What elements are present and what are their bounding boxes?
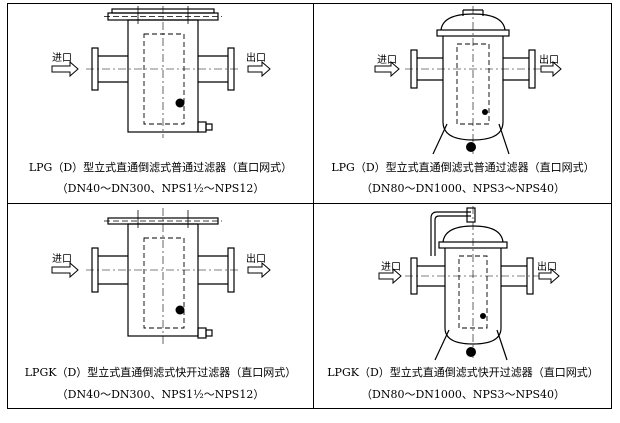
caption-range: （DN40～DN300、NPS1½～NPS12） (56, 388, 265, 401)
caption-model: LPG（D）型立式直通倒滤式普通过滤器（直口网式） (28, 161, 293, 174)
filter-cell-lpg-straight: 进口 出口 LPG（D）型立式直通倒滤式普通过滤器（直口网式） （DN40～DN… (8, 4, 313, 203)
inlet-label: 进口 (52, 254, 72, 265)
grid-divider-horizontal (8, 203, 611, 204)
lpg-straight-filter-drawing (51, 6, 271, 138)
grid-divider-vertical (313, 4, 314, 408)
figure-grid: 进口 出口 LPG（D）型立式直通倒滤式普通过滤器（直口网式） （DN40～DN… (7, 3, 612, 409)
inlet-label: 进口 (377, 55, 397, 66)
lpgk-straight-filter-drawing (51, 208, 271, 344)
caption-model: LPG（D）型立式直通倒滤式普通过滤器（直口网式） (331, 161, 595, 174)
outlet-label: 出口 (246, 254, 266, 265)
outlet-label: 出口 (539, 55, 559, 66)
inlet-label: 进口 (381, 262, 401, 273)
outlet-label: 出口 (246, 53, 266, 64)
caption-range: （DN80～DN1000、NPS3～NPS40） (361, 182, 565, 195)
lpgk-domed-filter-drawing (378, 206, 560, 361)
filter-cell-lpgk-straight: 进口 出口 LPGK（D）型立式直通倒滤式快开过滤器（直口网式） （DN40～D… (8, 204, 313, 410)
lpg-domed-filter-drawing (374, 6, 562, 155)
caption-range: （DN40～DN300、NPS1½～NPS12） (56, 182, 265, 195)
outlet-label: 出口 (537, 262, 557, 273)
caption-model: LPGK（D）型立式直通倒滤式快开过滤器（直口网式） (327, 366, 599, 379)
inlet-label: 进口 (52, 53, 72, 64)
filter-cell-lpg-domed: 进口 出口 LPG（D）型立式直通倒滤式普通过滤器（直口网式） （DN80～DN… (313, 4, 613, 203)
caption-range: （DN80～DN1000、NPS3～NPS40） (361, 388, 565, 401)
filter-cell-lpgk-domed: 进口 出口 LPGK（D）型立式直通倒滤式快开过滤器（直口网式） （DN80～D… (313, 204, 613, 410)
caption-model: LPGK（D）型立式直通倒滤式快开过滤器（直口网式） (24, 366, 297, 379)
